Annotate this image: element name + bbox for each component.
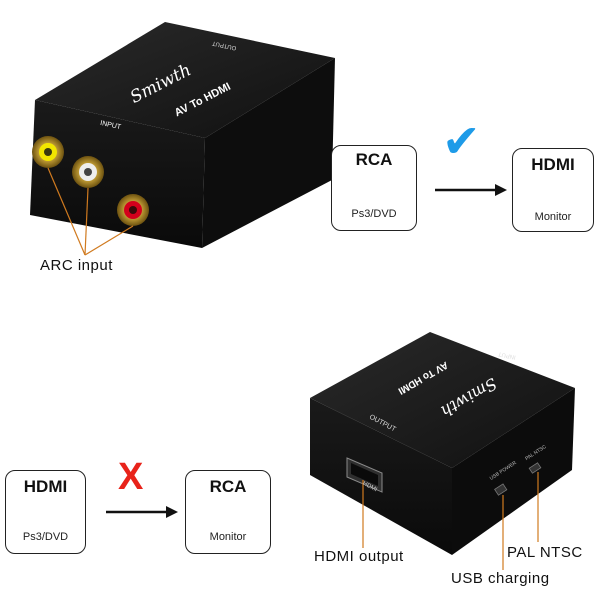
- rca-source-title: RCA: [355, 150, 393, 169]
- top-converter-device: [30, 22, 335, 256]
- bottom-converter-device: [310, 332, 575, 570]
- top-device-right-face: [202, 58, 335, 248]
- hdmi-source-title: HDMI: [23, 477, 68, 496]
- hdmi-output-callout: HDMI output: [314, 548, 404, 565]
- rca-target-subtitle: Monitor: [209, 531, 247, 543]
- invalid-arrow: [106, 506, 178, 518]
- rca-source-box: RCA Ps3/DVD: [331, 145, 417, 231]
- rca-jack-red: [117, 194, 149, 226]
- pal-ntsc-callout: PAL NTSC: [507, 544, 583, 561]
- hdmi-target-box: HDMI Monitor: [512, 148, 594, 232]
- bottom-device-right-face: [452, 388, 575, 555]
- rca-target-title: RCA: [209, 477, 247, 496]
- rca-source-subtitle: Ps3/DVD: [351, 208, 397, 220]
- top-device-front-face: [30, 100, 205, 248]
- bottom-device-top-face: [310, 332, 575, 468]
- arc-input-callout-lines: [47, 167, 134, 256]
- hdmi-source-box: HDMI Ps3/DVD: [5, 470, 86, 554]
- hdmi-source-subtitle: Ps3/DVD: [22, 531, 69, 543]
- cross-mark-icon: X: [118, 456, 144, 498]
- rca-jack-white: [72, 156, 104, 188]
- usb-port: [494, 483, 508, 496]
- pal-ntsc-switch: [528, 462, 542, 474]
- arc-input-callout: ARC input: [40, 257, 113, 274]
- top-device-top-face: [35, 22, 335, 138]
- usb-charging-callout: USB charging: [451, 570, 550, 587]
- rca-target-box: RCA Monitor: [185, 470, 271, 554]
- rca-jack-yellow: [32, 136, 64, 168]
- hdmi-target-title: HDMI: [531, 155, 575, 174]
- check-mark-icon: ✔: [442, 114, 481, 168]
- hdmi-target-subtitle: Monitor: [534, 211, 572, 223]
- valid-arrow: [435, 184, 507, 196]
